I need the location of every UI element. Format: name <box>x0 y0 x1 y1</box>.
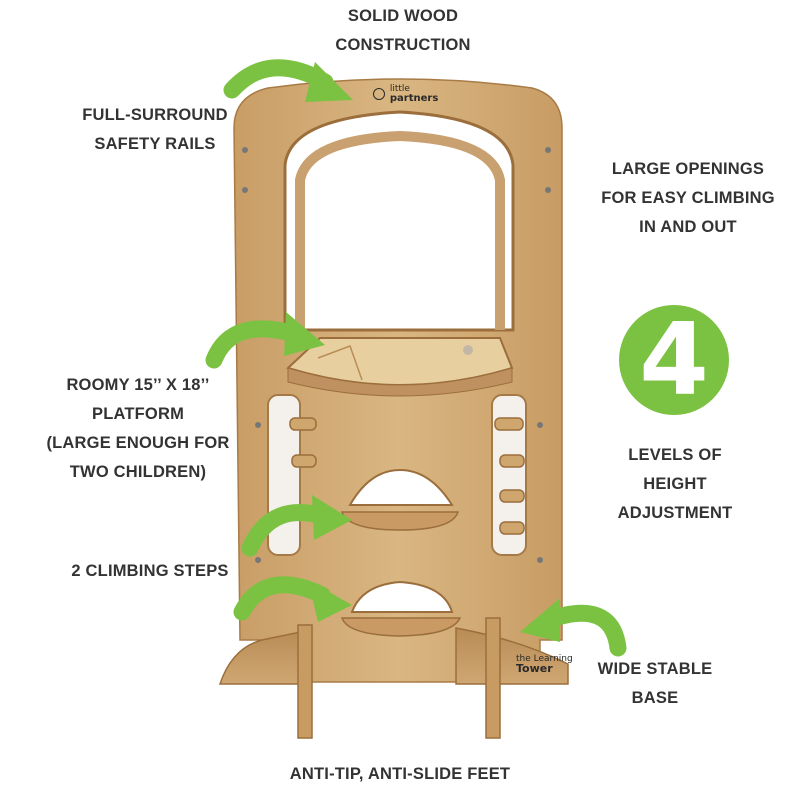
height-levels-badge: 4 <box>619 305 729 415</box>
callout-safety-rails: FULL-SURROUND SAFETY RAILS <box>82 106 228 153</box>
bottom-logo-line2: Tower <box>516 662 553 675</box>
arrow-icon <box>539 604 627 657</box>
bottom-logo-line1: the Learning <box>516 654 573 664</box>
arrow-icon <box>205 320 307 369</box>
screws <box>242 147 551 563</box>
base-feet <box>218 617 569 739</box>
arrowheads <box>284 62 560 642</box>
callout-climbing-steps: 2 CLIMBING STEPS <box>71 562 229 580</box>
callout-large-openings: LARGE OPENINGS FOR EASY CLIMBING IN AND … <box>601 160 775 236</box>
callout-stable-base: WIDE STABLE BASE <box>597 660 713 707</box>
callout-height-levels: LEVELS OF HEIGHT ADJUSTMENT <box>617 446 733 522</box>
face-logo-icon <box>373 88 385 100</box>
top-brand-logo: little partners <box>373 84 439 104</box>
top-logo-line2: partners <box>389 93 439 104</box>
bottom-brand-logo: the Learning Tower <box>516 654 573 674</box>
climbing-steps <box>340 468 462 637</box>
callout-platform: ROOMY 15’’ X 18’’ PLATFORM (LARGE ENOUGH… <box>46 376 230 481</box>
top-logo-line1: little <box>389 84 410 94</box>
callout-solid-wood: SOLID WOOD CONSTRUCTION <box>335 7 471 54</box>
arrow-icon <box>233 576 331 621</box>
platform <box>286 337 514 397</box>
callout-feet: ANTI-TIP, ANTI-SLIDE FEET <box>289 765 511 783</box>
